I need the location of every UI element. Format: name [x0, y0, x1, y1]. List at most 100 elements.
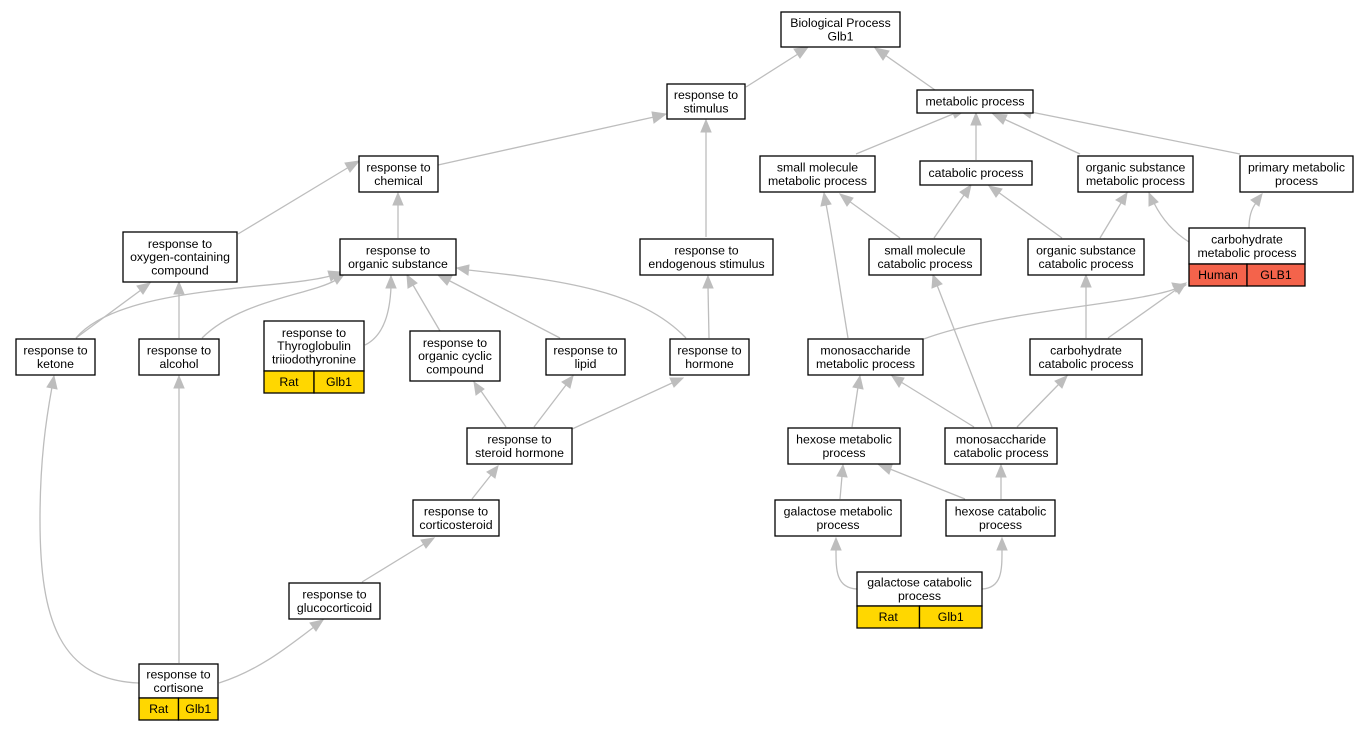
go-term-box	[263, 320, 365, 372]
go-term-label-line: response to	[674, 244, 738, 258]
go-term-label-line: metabolic process	[768, 174, 867, 188]
go-term-box	[868, 238, 982, 276]
go-term-label-line: response to	[366, 161, 430, 175]
go-term-box	[787, 427, 901, 465]
go-term-resp-thyro[interactable]: response toThyroglobulintriiodothyronine…	[263, 320, 365, 394]
go-term-label-line: response to	[23, 344, 87, 358]
edge-prim-metab-to-metab	[1017, 107, 1241, 155]
gene-label: GLB1	[1260, 268, 1292, 282]
gene-cell	[313, 370, 365, 394]
edge-small-mol-catab-to-small-mol-metab	[838, 193, 901, 239]
go-term-label-line: response to	[302, 588, 366, 602]
edge-resp-hormone-to-resp-org-sub	[455, 264, 687, 339]
go-term-label-line: Biological Process	[790, 16, 890, 30]
go-term-label-line: catabolic process	[1038, 257, 1133, 271]
go-term-label-line: organic cyclic	[418, 349, 492, 363]
edge-resp-steroid-to-resp-lipid	[533, 375, 574, 428]
go-term-label-line: triiodothyronine	[272, 352, 356, 366]
go-term-label-line: response to	[553, 344, 617, 358]
go-term-label-line: oxygen-containing	[130, 250, 230, 264]
go-term-label-line: galactose catabolic	[867, 576, 972, 590]
edge-resp-steroid-to-resp-org-cyc	[473, 380, 507, 428]
go-term-box	[919, 160, 1033, 186]
go-term-label-line: hexose metabolic	[796, 433, 892, 447]
gene-annotation-row: Human GLB1	[1188, 263, 1306, 287]
go-term-box	[1027, 238, 1145, 276]
go-term-label-line: corticosteroid	[419, 518, 492, 532]
go-term-label-line: response to	[366, 244, 430, 258]
go-term-label-line: steroid hormone	[475, 446, 564, 460]
go-term-box	[15, 338, 96, 376]
edge-hexose-catab-to-hexose-metab	[877, 464, 966, 500]
species-label: Rat	[149, 702, 169, 716]
gene-label: Glb1	[938, 610, 964, 624]
edge-resp-steroid-to-resp-hormone	[569, 377, 685, 431]
go-term-label-line: alcohol	[160, 357, 199, 371]
go-term-box	[339, 238, 457, 276]
go-term-label-line: process	[979, 518, 1022, 532]
edge-org-sub-catab-to-org-sub-metab	[1099, 191, 1128, 239]
go-term-label-line: catabolic process	[928, 166, 1023, 180]
go-term-box	[409, 330, 501, 382]
go-term-box	[774, 499, 902, 537]
go-term-label-line: organic substance	[348, 257, 448, 271]
edge-mono-catab-to-mono-metab	[890, 375, 975, 428]
edge-resp-cortisone-to-resp-ketone	[39, 374, 140, 684]
go-term-box	[358, 155, 439, 193]
go-term-box	[807, 338, 924, 376]
go-term-label-line: hexose catabolic	[955, 505, 1047, 519]
go-term-box	[669, 338, 750, 376]
go-term-box	[639, 238, 774, 276]
go-term-box	[1029, 338, 1143, 376]
go-term-metab[interactable]: metabolic process	[916, 89, 1034, 114]
edge-carb-catab-to-org-sub-catab	[1080, 273, 1092, 338]
go-term-box	[288, 582, 381, 620]
go-term-label-line: compound	[426, 362, 484, 376]
edge-resp-ketone-to-resp-oxy	[75, 282, 152, 339]
edge-resp-hormone-to-resp-endo	[702, 274, 714, 339]
edge-resp-cortico-to-resp-steroid	[471, 465, 499, 500]
species-label: Human	[1198, 268, 1238, 282]
edge-small-mol-metab-to-metab	[855, 108, 967, 155]
go-term-label-line: monosaccharide	[956, 433, 1046, 447]
go-term-label-line: process	[822, 446, 865, 460]
go-term-label-line: stimulus	[683, 101, 728, 115]
go-term-label-line: small molecule	[884, 244, 965, 258]
go-term-catab[interactable]: catabolic process	[919, 160, 1033, 186]
edge-carb-catab-to-carb-metab	[1107, 282, 1188, 339]
go-term-label-line: catabolic process	[1038, 357, 1133, 371]
go-term-label-line: response to	[282, 326, 346, 340]
gene-cell	[177, 697, 219, 721]
